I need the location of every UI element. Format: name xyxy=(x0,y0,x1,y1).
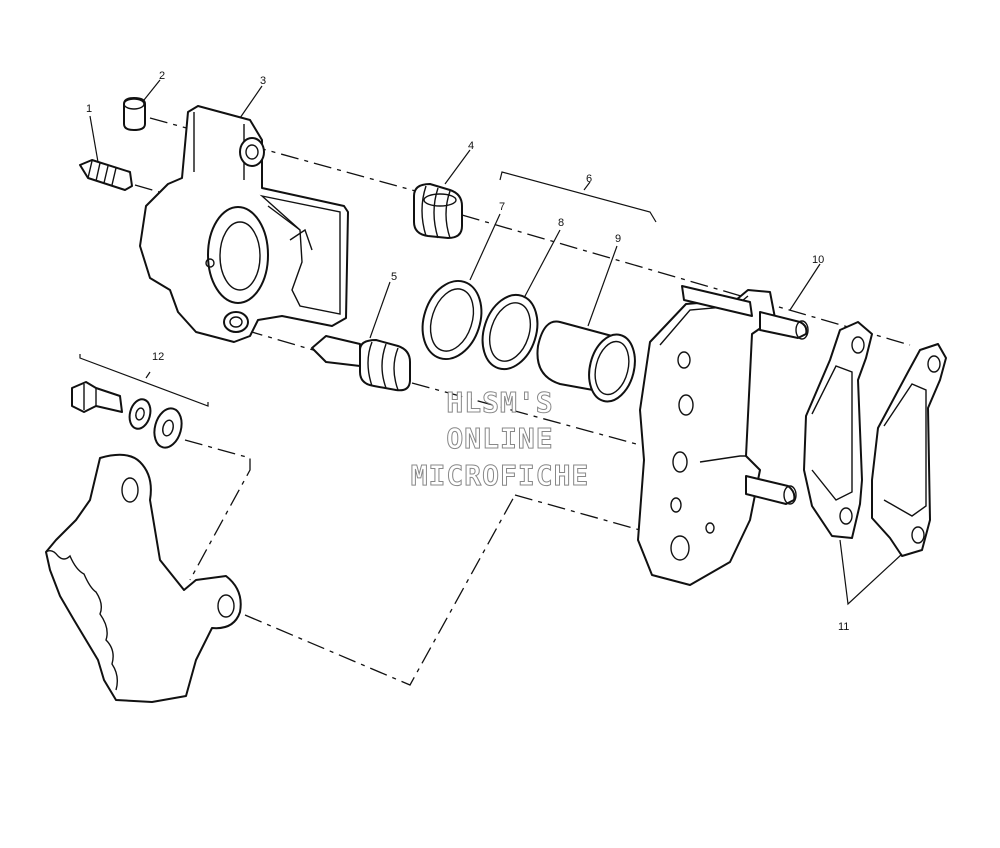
piston xyxy=(536,320,636,403)
watermark-line-2: ONLINE xyxy=(446,422,554,456)
callout-11: 11 xyxy=(838,621,849,633)
callout-12: 12 xyxy=(152,351,164,363)
callout-4: 4 xyxy=(468,140,474,152)
callout-7: 7 xyxy=(499,201,505,213)
callout-10: 10 xyxy=(812,254,824,266)
mounting-bolt-and-washers xyxy=(71,381,183,449)
assembly-centerlines xyxy=(134,117,911,686)
brake-pads xyxy=(803,321,947,557)
part-callouts: 1 2 3 4 5 6 7 8 9 10 11 12 xyxy=(86,70,849,633)
leader-lines xyxy=(79,79,903,606)
callout-1: 1 xyxy=(86,103,92,115)
callout-3: 3 xyxy=(260,75,266,87)
dust-seal xyxy=(481,293,539,371)
callout-2: 2 xyxy=(159,70,165,82)
callout-9: 9 xyxy=(615,233,621,245)
bleeder-screw xyxy=(79,159,133,191)
slide-pin-with-boot xyxy=(311,335,411,392)
watermark-line-3: MICROFICHE xyxy=(410,459,590,493)
callout-8: 8 xyxy=(558,217,564,229)
watermark-line-1: HLSM'S xyxy=(446,386,554,420)
slide-pin-boot-upper xyxy=(413,183,463,239)
callout-6: 6 xyxy=(586,173,592,185)
bleeder-cap xyxy=(123,97,146,131)
piston-seal xyxy=(421,279,483,361)
caliper-bracket xyxy=(637,285,809,586)
mounting-knuckle xyxy=(45,453,242,703)
caliper-body xyxy=(139,105,349,343)
callout-5: 5 xyxy=(391,271,397,283)
